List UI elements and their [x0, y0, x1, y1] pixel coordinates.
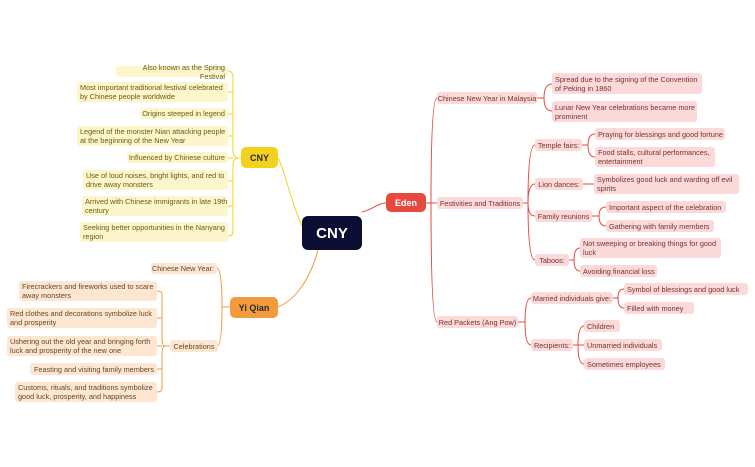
married-symbol-blessings[interactable]: Symbol of blessings and good luck — [624, 283, 748, 295]
cny-topic-influenced[interactable]: Influenced by Chinese culture — [127, 152, 228, 163]
taboos-financial-loss[interactable]: Avoiding financial loss — [580, 265, 657, 277]
eden-topic-festivities[interactable]: Festivities and Traditions — [437, 197, 523, 209]
cny-topic-spring-festival[interactable]: Also known as the Spring Festival — [116, 63, 228, 81]
eden-topic-red-packets[interactable]: Red Packets (Ang Pow) — [437, 316, 518, 328]
festivities-family-reunions[interactable]: Family reunions — [535, 210, 592, 222]
branch-eden[interactable]: Eden — [386, 193, 426, 212]
cny-topic-legend-nian[interactable]: Legend of the monster Nian attacking peo… — [77, 126, 228, 146]
celebration-customs[interactable]: Customs, rituals, and traditions symboli… — [15, 382, 157, 402]
recipient-unmarried[interactable]: Unmarried individuals — [584, 339, 662, 351]
recipient-employees[interactable]: Sometimes employees — [584, 358, 665, 370]
celebration-ushering[interactable]: Ushering out the old year and bringing f… — [7, 336, 157, 356]
redpackets-married-give[interactable]: Married individuals give: — [531, 292, 613, 304]
reunions-important[interactable]: Important aspect of the celebration — [606, 201, 726, 213]
temple-food-stalls[interactable]: Food stalls, cultural performances, ente… — [595, 147, 715, 167]
temple-praying[interactable]: Praying for blessings and good fortune — [595, 128, 725, 140]
recipient-children[interactable]: Children — [584, 320, 620, 332]
festivities-temple-fairs[interactable]: Temple fairs: — [535, 139, 582, 151]
cny-topic-loud-noises[interactable]: Use of loud noises, bright lights, and r… — [83, 170, 228, 190]
celebration-firecrackers[interactable]: Firecrackers and fireworks used to scare… — [19, 281, 157, 301]
cny-topic-nanyang[interactable]: Seeking better opportunities in the Nany… — [80, 222, 228, 242]
branch-cny[interactable]: CNY — [241, 147, 278, 168]
redpackets-recipients[interactable]: Recipients: — [531, 339, 573, 351]
eden-topic-malaysia[interactable]: Chinese New Year in Malaysia — [437, 92, 537, 104]
festivities-lion-dances[interactable]: Lion dances: — [535, 178, 583, 190]
yiqian-topic-celebrations[interactable]: Celebrations — [170, 340, 218, 352]
taboos-not-sweeping[interactable]: Not sweeping or breaking things for good… — [580, 238, 721, 258]
cny-topic-most-important[interactable]: Most important traditional festival cele… — [77, 82, 228, 102]
lion-symbolizes[interactable]: Symbolizes good luck and warding off evi… — [594, 174, 739, 194]
malaysia-convention-peking[interactable]: Spread due to the signing of the Convent… — [552, 73, 702, 94]
married-filled-money[interactable]: Filled with money — [624, 302, 694, 314]
branch-yi-qian[interactable]: Yi Qian — [230, 297, 278, 318]
central-topic-cny[interactable]: CNY — [302, 216, 362, 250]
celebration-red-clothes[interactable]: Red clothes and decorations symbolize lu… — [7, 308, 157, 328]
cny-topic-immigrants[interactable]: Arrived with Chinese immigrants in late … — [82, 196, 228, 216]
reunions-gathering[interactable]: Gathering with family members — [606, 220, 714, 232]
festivities-taboos[interactable]: Taboos: — [535, 254, 569, 266]
cny-topic-origins[interactable]: Origins steeped in legend — [140, 108, 228, 119]
yiqian-topic-chinese-new-year[interactable]: Chinese New Year: — [151, 263, 217, 274]
malaysia-lunar-prominent[interactable]: Lunar New Year celebrations became more … — [552, 101, 697, 122]
celebration-feasting[interactable]: Feasting and visiting family members — [30, 363, 157, 375]
